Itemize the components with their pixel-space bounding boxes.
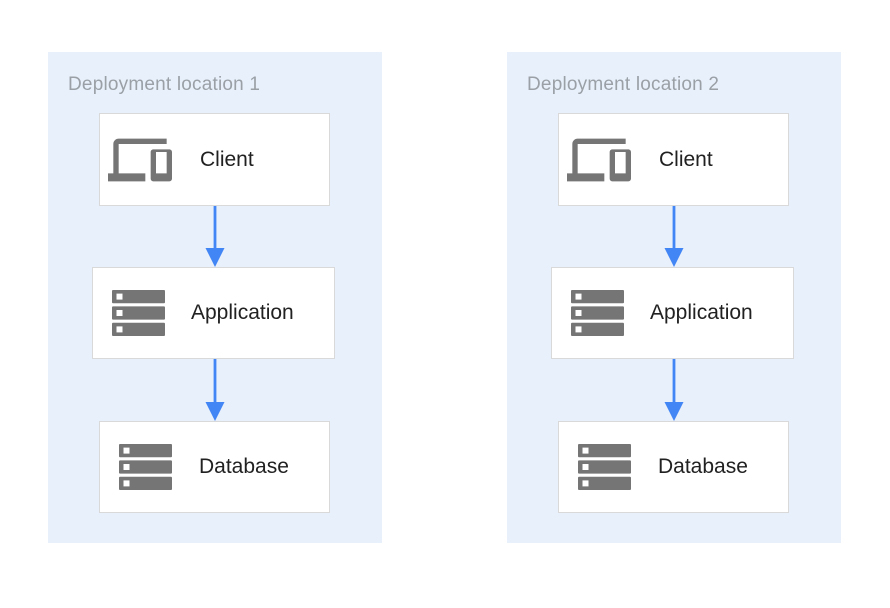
application-node: Application <box>92 267 335 359</box>
client-label: Client <box>200 147 254 171</box>
deployment-location-1-panel: Deployment location 1 Client Applicat <box>48 52 382 543</box>
arrow-application-to-database <box>204 359 226 421</box>
panel-title: Deployment location 1 <box>68 74 261 95</box>
server-stack-icon <box>112 290 165 336</box>
database-label: Database <box>199 455 289 478</box>
client-node: Client <box>558 113 789 206</box>
arrow-client-to-application <box>663 206 685 267</box>
server-stack-icon <box>571 290 624 336</box>
database-node: Database <box>99 421 330 513</box>
client-label: Client <box>659 147 713 171</box>
devices-icon <box>567 138 631 181</box>
devices-icon <box>108 138 172 181</box>
arrow-application-to-database <box>663 359 685 421</box>
deployment-location-2-panel: Deployment location 2 Client Applicat <box>507 52 841 543</box>
application-label: Application <box>650 301 753 324</box>
server-stack-icon <box>578 444 631 490</box>
database-node: Database <box>558 421 789 513</box>
arrow-client-to-application <box>204 206 226 267</box>
application-label: Application <box>191 301 294 324</box>
server-stack-icon <box>119 444 172 490</box>
database-label: Database <box>658 455 748 478</box>
panel-title: Deployment location 2 <box>527 74 720 95</box>
application-node: Application <box>551 267 794 359</box>
client-node: Client <box>99 113 330 206</box>
